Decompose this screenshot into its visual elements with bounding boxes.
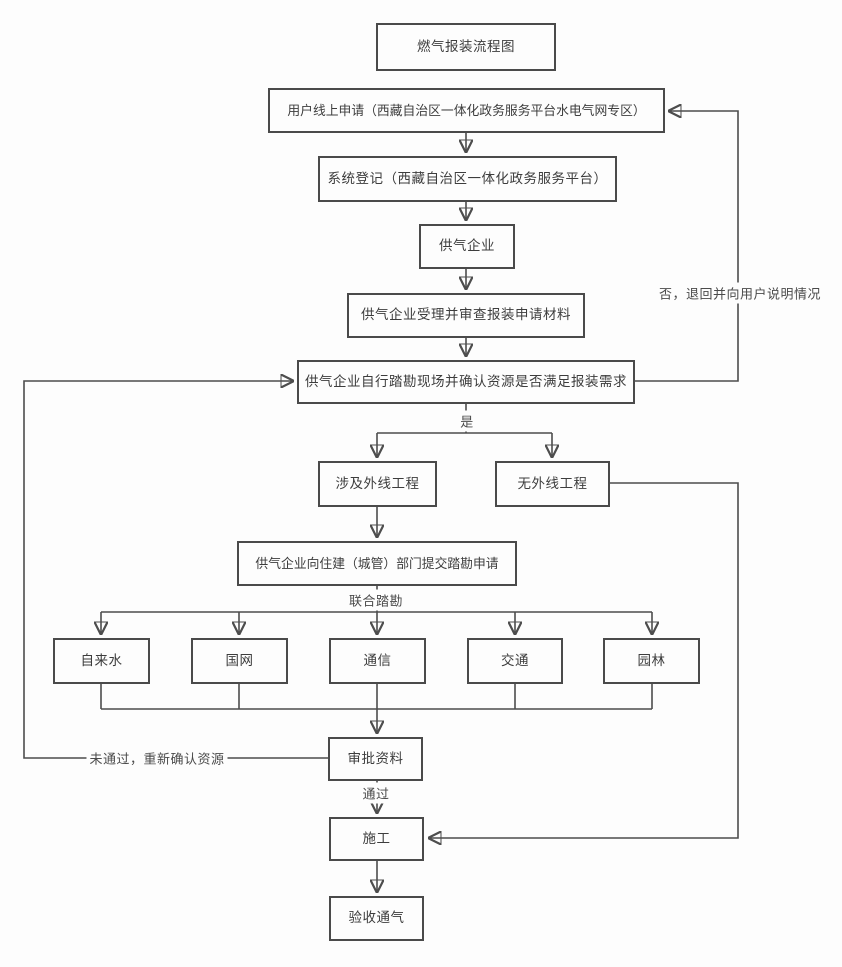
node-state-grid: 国网	[191, 638, 288, 684]
node-accept-review: 供气企业受理并审查报装申请材料	[347, 293, 585, 338]
node-gas-company: 供气企业	[419, 224, 515, 269]
node-system-register: 系统登记（西藏自治区一体化政务服务平台）	[318, 156, 617, 202]
node-submit-survey: 供气企业向住建（城管）部门提交踏勘申请	[237, 541, 517, 586]
node-traffic: 交通	[467, 638, 563, 684]
node-site-survey: 供气企业自行踏勘现场并确认资源是否满足报装需求	[297, 360, 635, 404]
loop-no-return-to-user-apply	[635, 111, 739, 382]
node-approval: 审批资料	[328, 737, 423, 781]
node-title: 燃气报装流程图	[376, 23, 556, 71]
edge-label-pass: 通过	[359, 782, 393, 804]
node-telecom: 通信	[329, 638, 426, 684]
node-garden: 园林	[603, 638, 700, 684]
loop-no-external-to-construction	[430, 482, 739, 838]
node-external-works: 涉及外线工程	[318, 461, 437, 507]
node-no-external-works: 无外线工程	[495, 461, 610, 507]
edge-label-joint-survey: 联合踏勘	[345, 589, 407, 611]
node-acceptance: 验收通气	[329, 896, 424, 941]
edge-label-fail-reconfirm: 未通过，重新确认资源	[86, 747, 228, 769]
edge-label-no-return: 否，退回并向用户说明情况	[655, 282, 825, 304]
node-water: 自来水	[53, 638, 150, 684]
line-departments-merge	[100, 684, 653, 710]
node-user-apply: 用户线上申请（西藏自治区一体化政务服务平台水电气网专区）	[268, 88, 665, 133]
edge-label-yes: 是	[457, 410, 477, 432]
node-construction: 施工	[329, 817, 424, 861]
